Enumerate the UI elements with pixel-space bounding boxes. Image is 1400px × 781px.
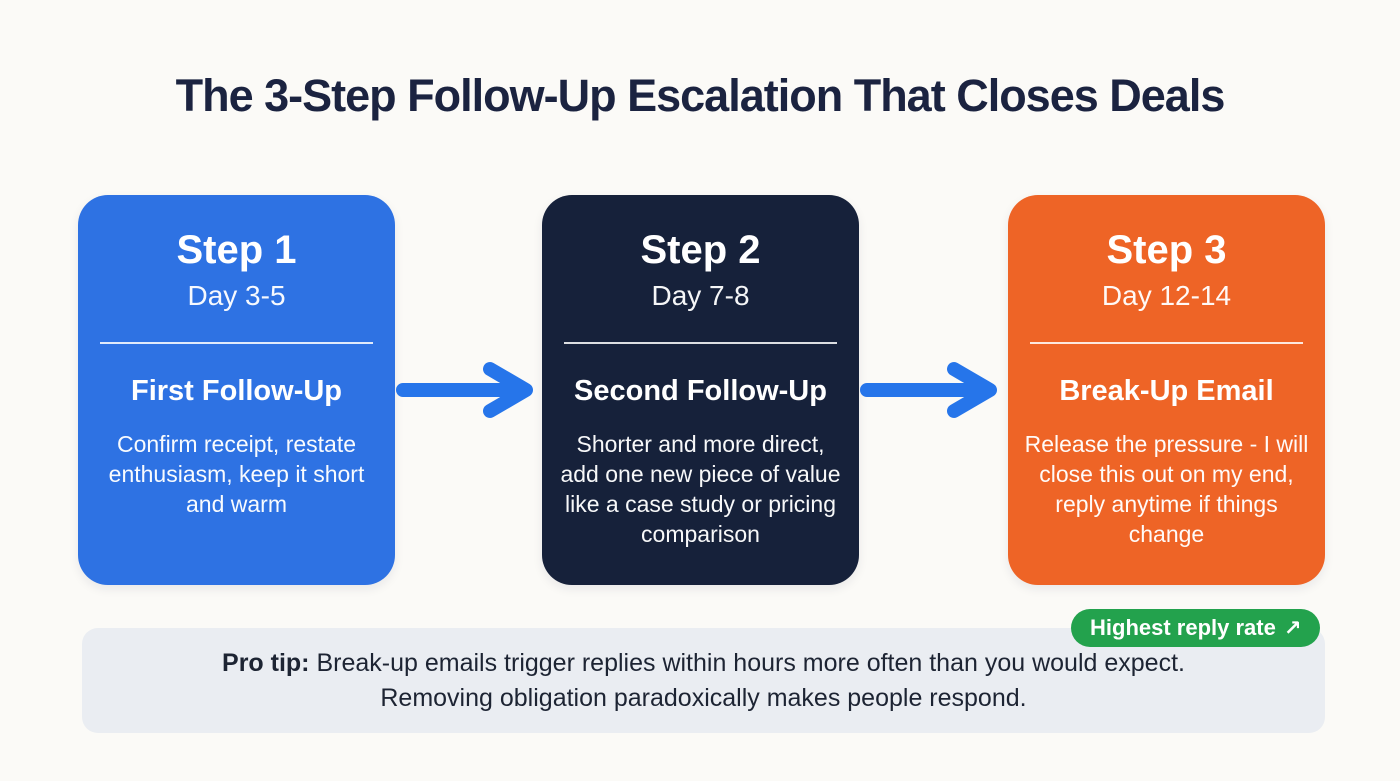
step-3-label: Step 3 <box>1106 228 1227 272</box>
step-3-divider <box>1030 342 1303 344</box>
step-3-day-range: Day 12-14 <box>1101 280 1232 311</box>
step-2-day-range: Day 7-8 <box>651 280 750 311</box>
page-title: The 3-Step Follow-Up Escalation That Clo… <box>175 70 1226 121</box>
arrow-right-icon <box>396 362 533 418</box>
step-2-label: Step 2 <box>640 228 761 272</box>
pro-tip-text: Pro tip: Break-up emails trigger replies… <box>222 646 1185 716</box>
step-card-3: Step 3 Day 12-14 Break-Up Email Release … <box>1008 195 1325 585</box>
step-card-2: Step 2 Day 7-8 Second Follow-Up Shorter … <box>542 195 859 585</box>
step-1-divider <box>100 342 373 344</box>
step-1-day-range: Day 3-5 <box>187 280 286 311</box>
step-3-description: Release the pressure - I will close this… <box>1024 431 1309 547</box>
step-3-subtitle: Break-Up Email <box>1059 375 1274 407</box>
arrow-right-icon <box>860 362 997 418</box>
step-1-description: Confirm receipt, restate enthusiasm, kee… <box>108 431 365 517</box>
pro-tip-line1: Break-up emails trigger replies within h… <box>316 648 1185 677</box>
step-1-subtitle: First Follow-Up <box>130 375 343 407</box>
highest-reply-rate-badge: Highest reply rate ↗ <box>1071 609 1321 647</box>
step-1-label: Step 1 <box>176 228 297 272</box>
step-2-subtitle: Second Follow-Up <box>574 375 827 407</box>
step-2-divider <box>564 342 837 344</box>
step-card-1: Step 1 Day 3-5 First Follow-Up Confirm r… <box>78 195 395 585</box>
pro-tip-label: Pro tip: <box>222 648 310 677</box>
step-2-description: Shorter and more direct, add one new pie… <box>560 431 841 547</box>
badge-label: Highest reply rate <box>1090 615 1276 640</box>
trending-up-arrow-icon: ↗ <box>1283 616 1302 640</box>
pro-tip-line2: Removing obligation paradoxically makes … <box>380 683 1027 712</box>
